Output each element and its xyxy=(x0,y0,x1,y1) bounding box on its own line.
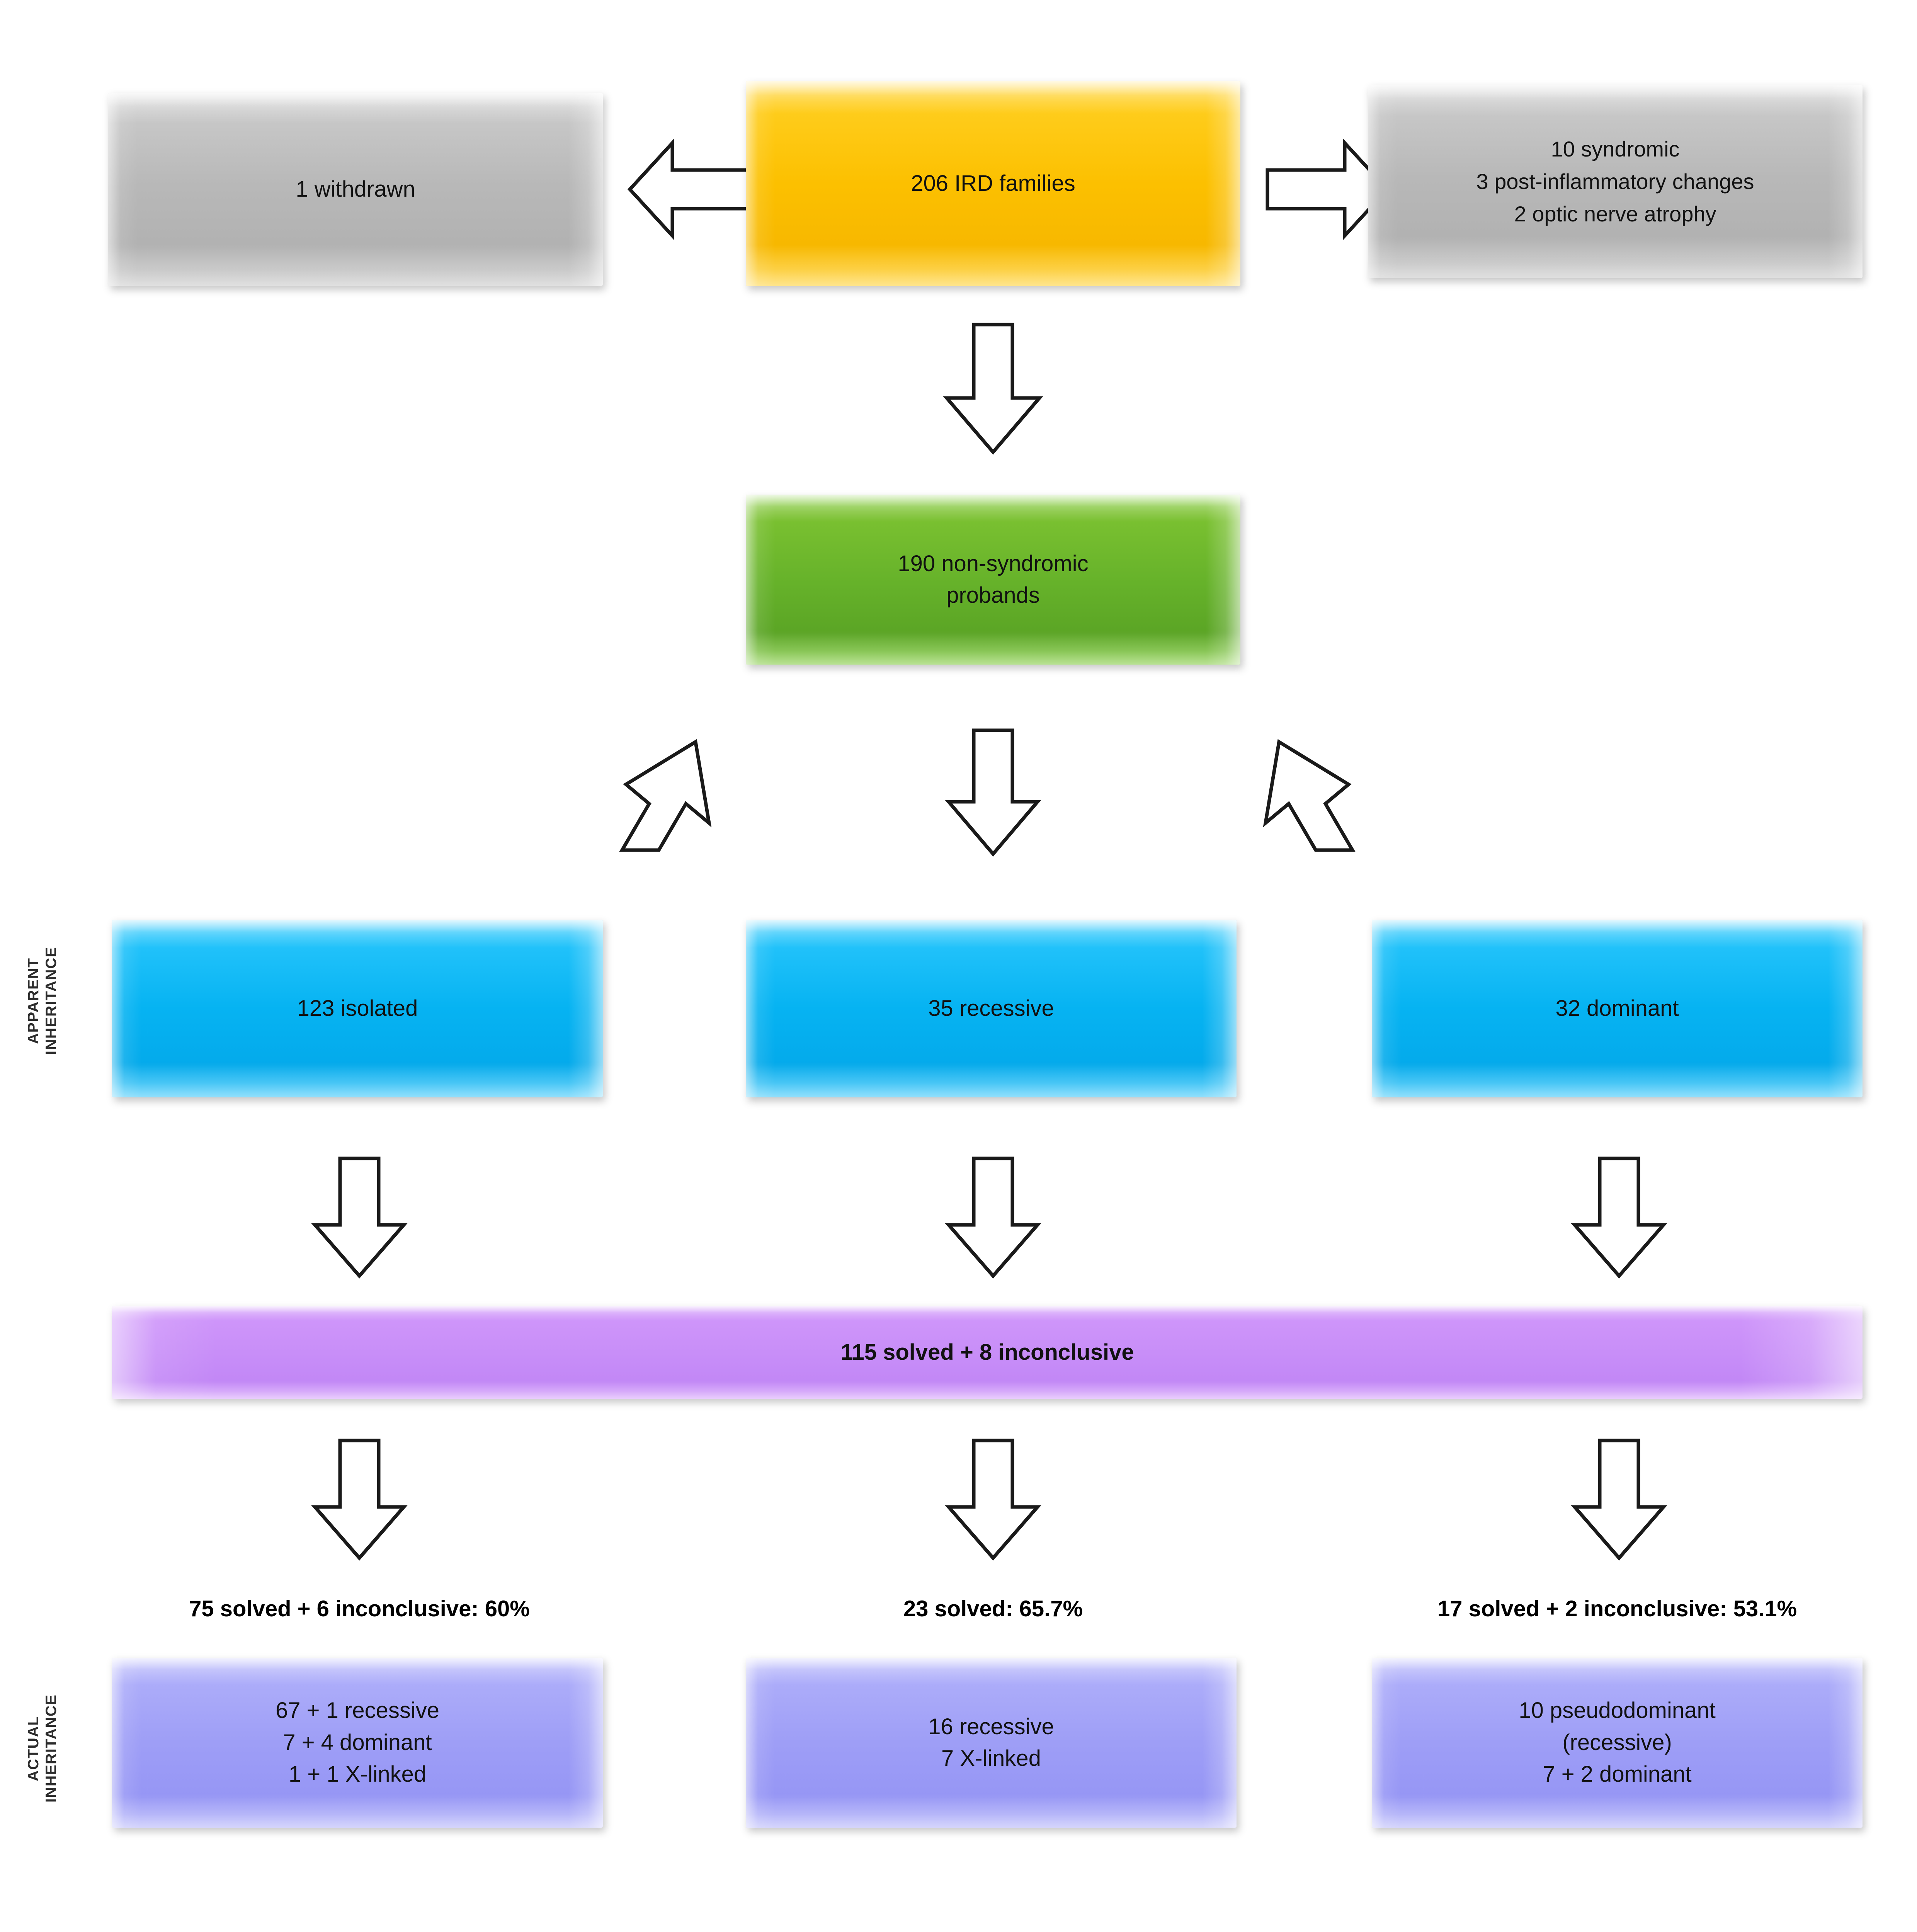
actual-recessive-line-1: 16 recessive xyxy=(928,1714,1054,1739)
arrow-diagonal-left xyxy=(595,726,719,858)
excluded-line-1: 10 syndromic xyxy=(1551,137,1680,161)
apparent-recessive-label: 35 recessive xyxy=(928,995,1054,1021)
arrow-right-to-excluded xyxy=(1264,128,1391,251)
actual-inheritance-line-2: INHERITANCE xyxy=(43,1694,60,1803)
apparent-recessive-box: 35 recessive xyxy=(746,920,1237,1097)
probands-lines: 190 non-syndromic probands xyxy=(746,548,1240,612)
apparent-dominant-box: 32 dominant xyxy=(1372,920,1863,1097)
probands-line-2: probands xyxy=(946,583,1040,608)
actual-dominant-stat: 17 solved + 2 inconclusive: 53.1% xyxy=(1437,1596,1797,1621)
actual-inheritance-line-1: ACTUAL xyxy=(25,1716,42,1781)
actual-recessive-line-2: 7 X-linked xyxy=(941,1746,1041,1771)
actual-isolated-stat: 75 solved + 6 inconclusive: 60% xyxy=(189,1596,530,1621)
arrow-down-dominant-to-solved xyxy=(1565,1155,1673,1279)
excluded-line-3: 2 optic nerve atrophy xyxy=(1514,202,1716,226)
actual-recessive-lines: 16 recessive 7 X-linked xyxy=(746,1711,1237,1775)
apparent-inheritance-label: APPARENT INHERITANCE xyxy=(19,896,66,1105)
probands-line-1: 190 non-syndromic xyxy=(898,551,1089,576)
withdrawn-label: 1 withdrawn xyxy=(296,176,415,202)
probands-box: 190 non-syndromic probands xyxy=(746,495,1240,665)
actual-dominant-box: 10 pseudodominant (recessive) 7 + 2 domi… xyxy=(1372,1658,1863,1828)
actual-isolated-line-3: 1 + 1 X-linked xyxy=(288,1762,427,1787)
withdrawn-box: 1 withdrawn xyxy=(108,93,603,286)
arrow-down-isolated-to-solved xyxy=(305,1155,413,1279)
actual-isolated-line-1: 67 + 1 recessive xyxy=(276,1698,439,1723)
apparent-dominant-label: 32 dominant xyxy=(1555,995,1679,1021)
solved-summary-bar: 115 solved + 8 inconclusive xyxy=(112,1306,1863,1399)
arrow-down-to-actual-recessive xyxy=(939,1437,1047,1561)
actual-dominant-lines: 10 pseudodominant (recessive) 7 + 2 domi… xyxy=(1372,1695,1863,1790)
arrow-diagonal-right xyxy=(1256,726,1379,858)
actual-recessive-box: 16 recessive 7 X-linked xyxy=(746,1658,1237,1828)
excluded-box: 10 syndromic 3 post-inflammatory changes… xyxy=(1368,85,1863,278)
arrow-down-to-actual-isolated xyxy=(305,1437,413,1561)
actual-isolated-box: 67 + 1 recessive 7 + 4 dominant 1 + 1 X-… xyxy=(112,1658,603,1828)
excluded-line-2: 3 post-inflammatory changes xyxy=(1476,169,1754,194)
solved-summary-label: 115 solved + 8 inconclusive xyxy=(840,1339,1134,1365)
apparent-inheritance-line-1: APPARENT xyxy=(25,957,42,1044)
actual-dominant-line-3: 7 + 2 dominant xyxy=(1543,1762,1692,1787)
excluded-lines: 10 syndromic 3 post-inflammatory changes… xyxy=(1368,133,1863,230)
arrow-down-recessive-to-solved xyxy=(939,1155,1047,1279)
actual-isolated-lines: 67 + 1 recessive 7 + 4 dominant 1 + 1 X-… xyxy=(112,1695,603,1790)
actual-recessive-stat: 23 solved: 65.7% xyxy=(903,1596,1083,1621)
apparent-inheritance-line-2: INHERITANCE xyxy=(43,946,60,1055)
arrow-down-middle xyxy=(939,726,1047,858)
actual-isolated-line-2: 7 + 4 dominant xyxy=(283,1730,432,1755)
arrow-down-to-probands xyxy=(935,321,1051,456)
source-cohort-box: 206 IRD families xyxy=(746,81,1240,286)
source-cohort-label: 206 IRD families xyxy=(911,170,1075,196)
apparent-isolated-label: 123 isolated xyxy=(297,995,418,1021)
actual-inheritance-label: ACTUAL INHERITANCE xyxy=(19,1662,66,1835)
actual-dominant-line-2: (recessive) xyxy=(1562,1730,1672,1755)
apparent-isolated-box: 123 isolated xyxy=(112,920,603,1097)
actual-dominant-line-1: 10 pseudodominant xyxy=(1519,1698,1716,1723)
arrow-left-to-withdrawn xyxy=(626,128,754,251)
arrow-down-to-actual-dominant xyxy=(1565,1437,1673,1561)
